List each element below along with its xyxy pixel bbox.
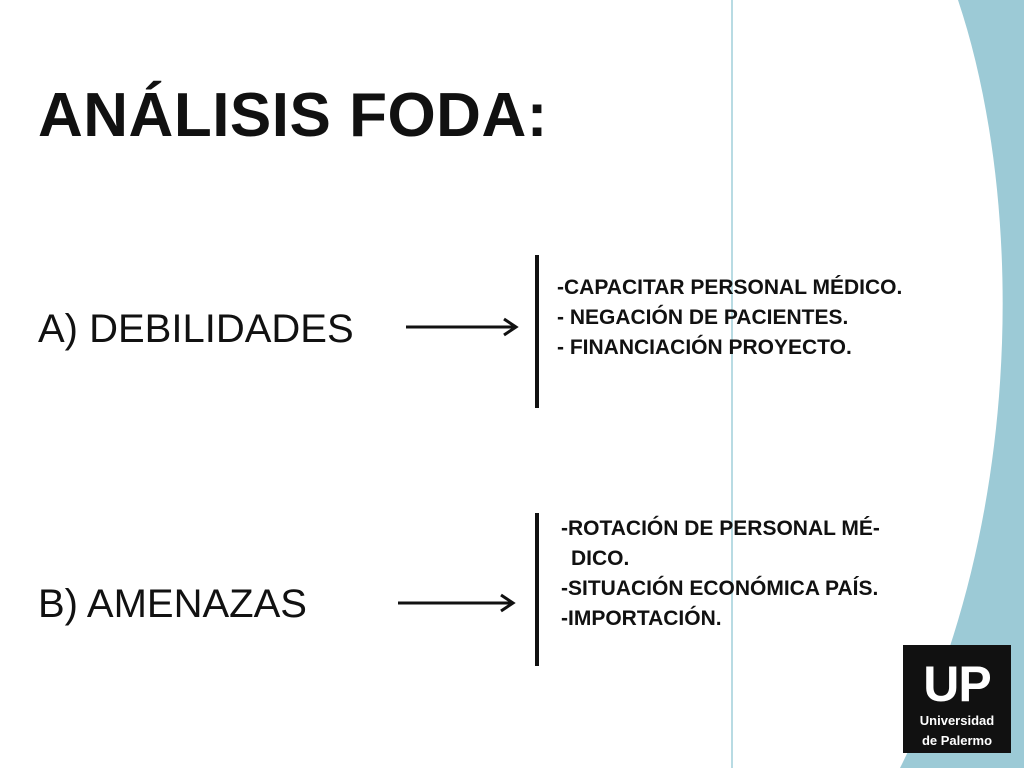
- list-item: DICO.: [571, 547, 630, 570]
- list-item: -CAPACITAR PERSONAL MÉDICO.: [557, 276, 903, 299]
- list-item: -IMPORTACIÓN.: [561, 607, 722, 630]
- logo-line-1: Universidad: [919, 713, 995, 728]
- section-label-amenazas: B) AMENAZAS: [38, 582, 307, 626]
- debilidades-list: -CAPACITAR PERSONAL MÉDICO. - NEGACIÓN D…: [557, 273, 902, 363]
- universidad-de-palermo-logo: UP Universidad de Palermo: [903, 645, 1011, 753]
- section-label-debilidades: A) DEBILIDADES: [38, 307, 354, 351]
- list-item: -ROTACIÓN DE PERSONAL MÉ-: [561, 517, 880, 540]
- logo-line-2: de Palermo: [921, 733, 993, 748]
- arrow-right-icon: [398, 593, 516, 613]
- logo-mark: UP: [923, 656, 991, 712]
- list-item: -SITUACIÓN ECONÓMICA PAÍS.: [561, 577, 879, 600]
- arrow-right-icon: [406, 317, 519, 337]
- bracket-line: [535, 255, 539, 408]
- amenazas-list: -ROTACIÓN DE PERSONAL MÉ- DICO. -SITUACI…: [561, 514, 880, 634]
- slide-title: ANÁLISIS FODA:: [38, 81, 548, 150]
- accent-band: [900, 0, 1024, 768]
- bracket-line: [535, 513, 539, 666]
- list-item: - FINANCIACIÓN PROYECTO.: [557, 336, 852, 359]
- list-item: - NEGACIÓN DE PACIENTES.: [557, 306, 849, 329]
